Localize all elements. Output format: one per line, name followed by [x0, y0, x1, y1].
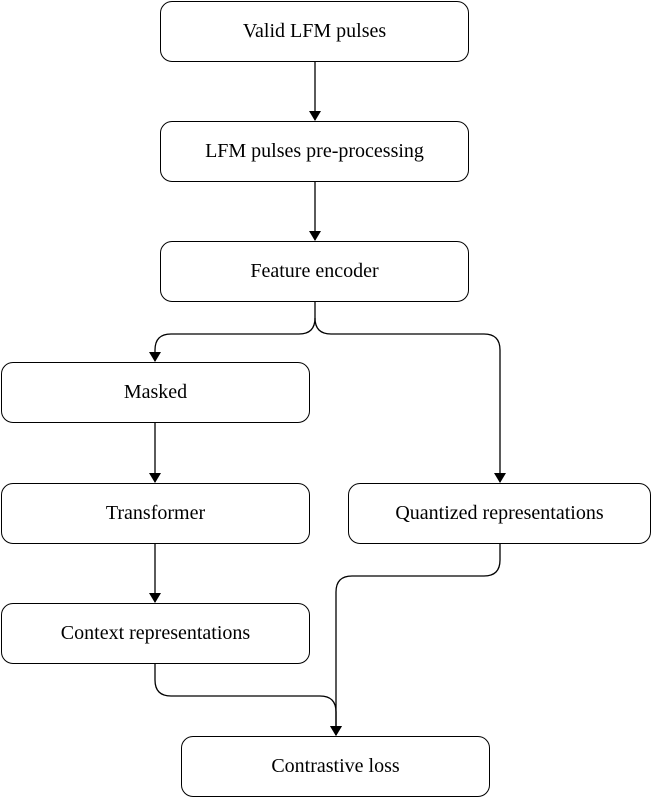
node-contrastive-loss: Contrastive loss — [181, 736, 490, 797]
node-context-representations-label: Context representations — [60, 622, 251, 644]
arrow-encoder-to-quantized — [314, 317, 506, 483]
node-context-representations: Context representations — [1, 603, 310, 664]
node-masked: Masked — [1, 362, 310, 423]
arrow-encoder-to-masked — [149, 302, 316, 362]
node-feature-encoder: Feature encoder — [160, 241, 469, 302]
node-feature-encoder-label: Feature encoder — [250, 260, 379, 282]
node-valid-lfm-pulses: Valid LFM pulses — [160, 1, 469, 62]
node-transformer: Transformer — [1, 483, 310, 544]
node-quantized-representations-label: Quantized representations — [395, 502, 604, 524]
node-transformer-label: Transformer — [105, 502, 206, 524]
node-contrastive-loss-label: Contrastive loss — [271, 755, 400, 777]
node-lfm-preprocessing-label: LFM pulses pre-processing — [205, 140, 424, 162]
node-lfm-preprocessing: LFM pulses pre-processing — [160, 121, 469, 182]
arrow-context-to-loss — [154, 664, 342, 736]
node-valid-lfm-pulses-label: Valid LFM pulses — [242, 20, 387, 42]
node-masked-label: Masked — [123, 381, 188, 403]
arrow-quantized-to-loss — [330, 544, 501, 736]
node-quantized-representations: Quantized representations — [348, 483, 651, 544]
